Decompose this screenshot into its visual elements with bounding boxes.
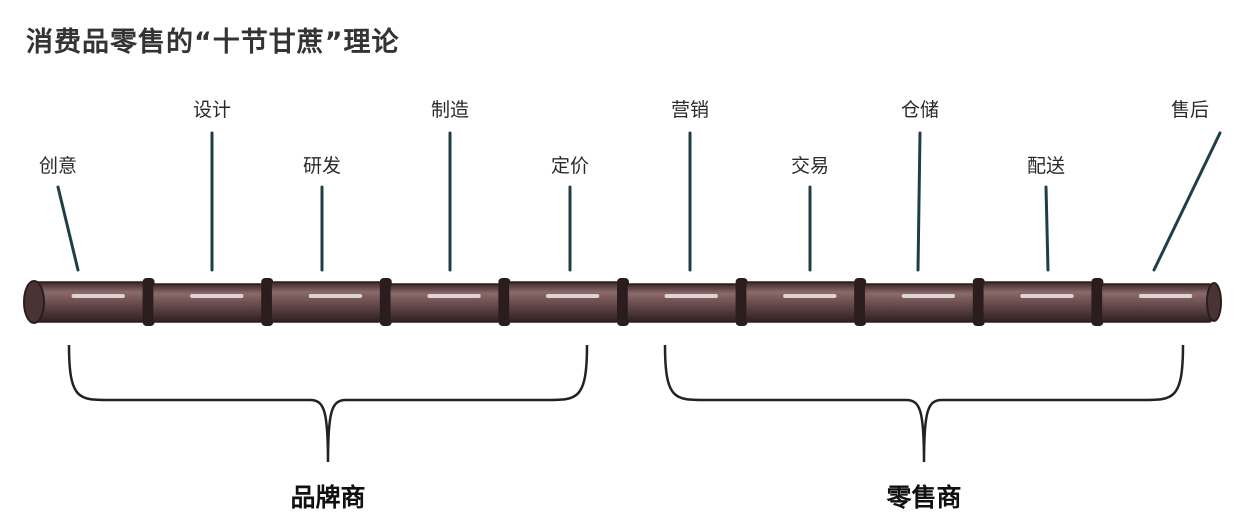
cane-node xyxy=(379,278,392,326)
stage-label-10: 售后 xyxy=(1170,99,1210,121)
cane-end-right xyxy=(1206,282,1222,322)
group-brackets xyxy=(67,344,1185,463)
cane-highlight xyxy=(783,294,837,298)
cane-segment xyxy=(389,283,502,323)
cane-segment xyxy=(982,281,1095,323)
stage-label-9: 配送 xyxy=(1026,155,1066,177)
cane-node xyxy=(854,278,867,326)
cane-node xyxy=(735,278,748,326)
diagram-title: 消费品零售的“十节甘蔗”理论 xyxy=(26,27,400,58)
cane-segment xyxy=(744,281,857,323)
cane-segment xyxy=(151,283,264,323)
stage-pointer-9 xyxy=(1044,185,1050,272)
stage-pointers xyxy=(56,131,1222,272)
cane-node xyxy=(972,278,985,326)
cane-segment xyxy=(33,281,146,323)
stage-label-3: 研发 xyxy=(302,155,342,177)
cane-segment xyxy=(863,283,976,323)
sugarcane xyxy=(23,278,1222,326)
stage-pointer-1 xyxy=(56,185,80,272)
stage-label-6: 营销 xyxy=(670,99,710,121)
cane-highlight xyxy=(664,294,718,298)
cane-node xyxy=(498,278,511,326)
group-bracket-1 xyxy=(67,344,589,463)
stage-pointer-8 xyxy=(916,131,922,272)
cane-node xyxy=(617,278,629,326)
cane-highlight xyxy=(901,294,956,298)
cane-highlight xyxy=(308,294,363,298)
cane-highlight xyxy=(1020,294,1074,298)
stage-label-4: 制造 xyxy=(430,99,470,121)
cane-node xyxy=(261,278,274,326)
cane-node xyxy=(142,278,155,326)
group-bracket-2 xyxy=(663,344,1185,463)
group-label-2: 零售商 xyxy=(886,483,962,512)
cane-highlight xyxy=(427,294,481,298)
stage-label-8: 仓储 xyxy=(900,99,940,121)
cane-segment xyxy=(626,283,739,323)
cane-highlight xyxy=(190,294,244,298)
stage-label-7: 交易 xyxy=(790,155,830,177)
stage-label-5: 定价 xyxy=(550,155,590,177)
group-label-1: 品牌商 xyxy=(290,483,366,512)
stage-label-2: 设计 xyxy=(192,99,232,121)
cane-highlight xyxy=(1138,294,1193,298)
cane-end-left xyxy=(23,280,45,324)
stage-label-1: 创意 xyxy=(38,155,78,177)
stage-pointer-10 xyxy=(1152,131,1222,272)
cane-segment xyxy=(1100,283,1213,323)
cane-highlight xyxy=(71,294,125,298)
cane-segment xyxy=(507,281,620,323)
cane-node xyxy=(1091,278,1104,326)
cane-highlight xyxy=(545,294,600,298)
cane-segment xyxy=(270,281,383,323)
